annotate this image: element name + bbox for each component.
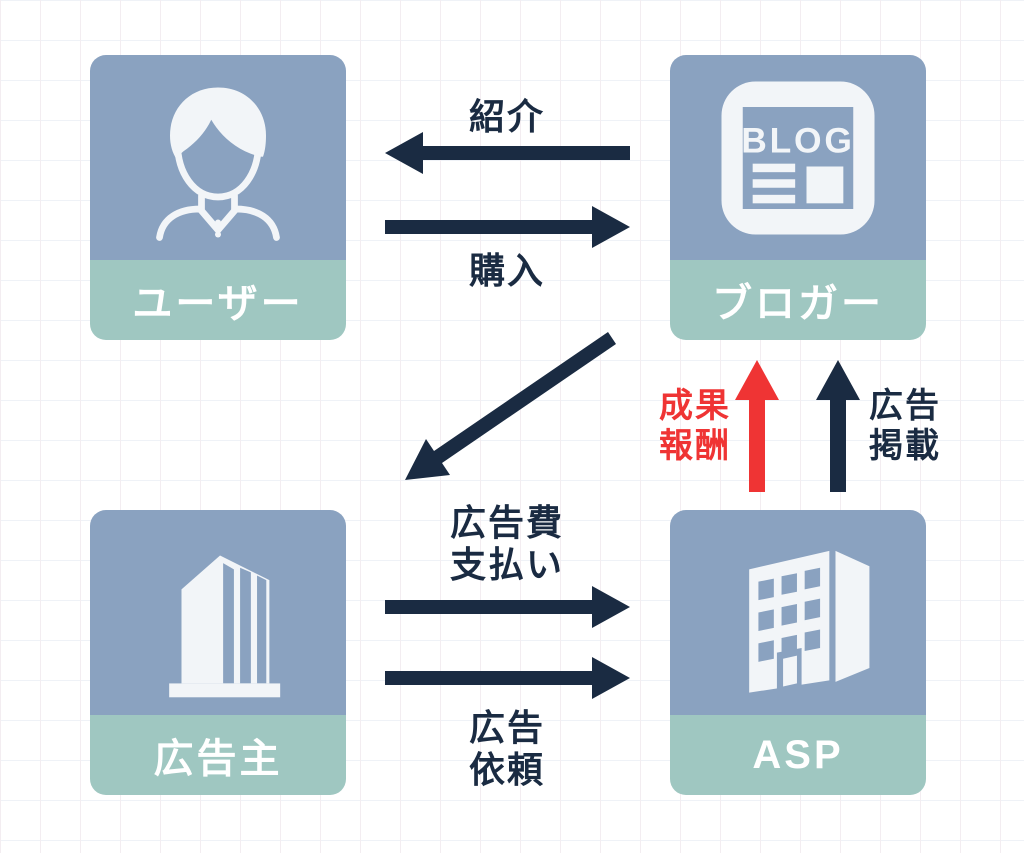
arrow-reward — [735, 360, 779, 492]
label-referral: 紹介 — [468, 96, 545, 137]
node-advertiser-body — [90, 510, 346, 715]
node-asp-body — [670, 510, 926, 715]
label-purchase: 購入 — [468, 250, 545, 291]
node-user-body — [90, 55, 346, 260]
arrow-referral — [385, 132, 630, 174]
blog-icon: BLOG — [721, 81, 875, 234]
node-blogger-label: ブロガー — [670, 260, 926, 340]
asp-building-icon — [748, 550, 869, 693]
advertiser-building-icon — [168, 555, 280, 698]
label-ad-fee: 広告費 支払い — [449, 502, 564, 586]
node-user-label: ユーザー — [90, 260, 346, 340]
blog-icon-text: BLOG — [741, 120, 855, 160]
node-advertiser-label: 広告主 — [90, 715, 346, 795]
label-ad-request: 広告 依頼 — [468, 707, 545, 791]
label-reward: 成果 報酬 — [659, 387, 731, 466]
node-blogger: BLOG ブロガー — [670, 55, 926, 340]
user-person-icon — [156, 87, 280, 241]
node-user: ユーザー — [90, 55, 346, 340]
arrow-diagonal-blogger-to-advertiser — [405, 332, 616, 480]
arrow-purchase — [385, 206, 630, 248]
node-asp-label: ASP — [670, 715, 926, 795]
label-ad-publish: 広告 掲載 — [869, 387, 941, 466]
node-asp: ASP — [670, 510, 926, 795]
node-blogger-body: BLOG — [670, 55, 926, 260]
node-advertiser: 広告主 — [90, 510, 346, 795]
arrow-ad-request — [385, 657, 630, 699]
arrow-ad-fee — [385, 586, 630, 628]
arrow-ad-publish — [816, 360, 860, 492]
